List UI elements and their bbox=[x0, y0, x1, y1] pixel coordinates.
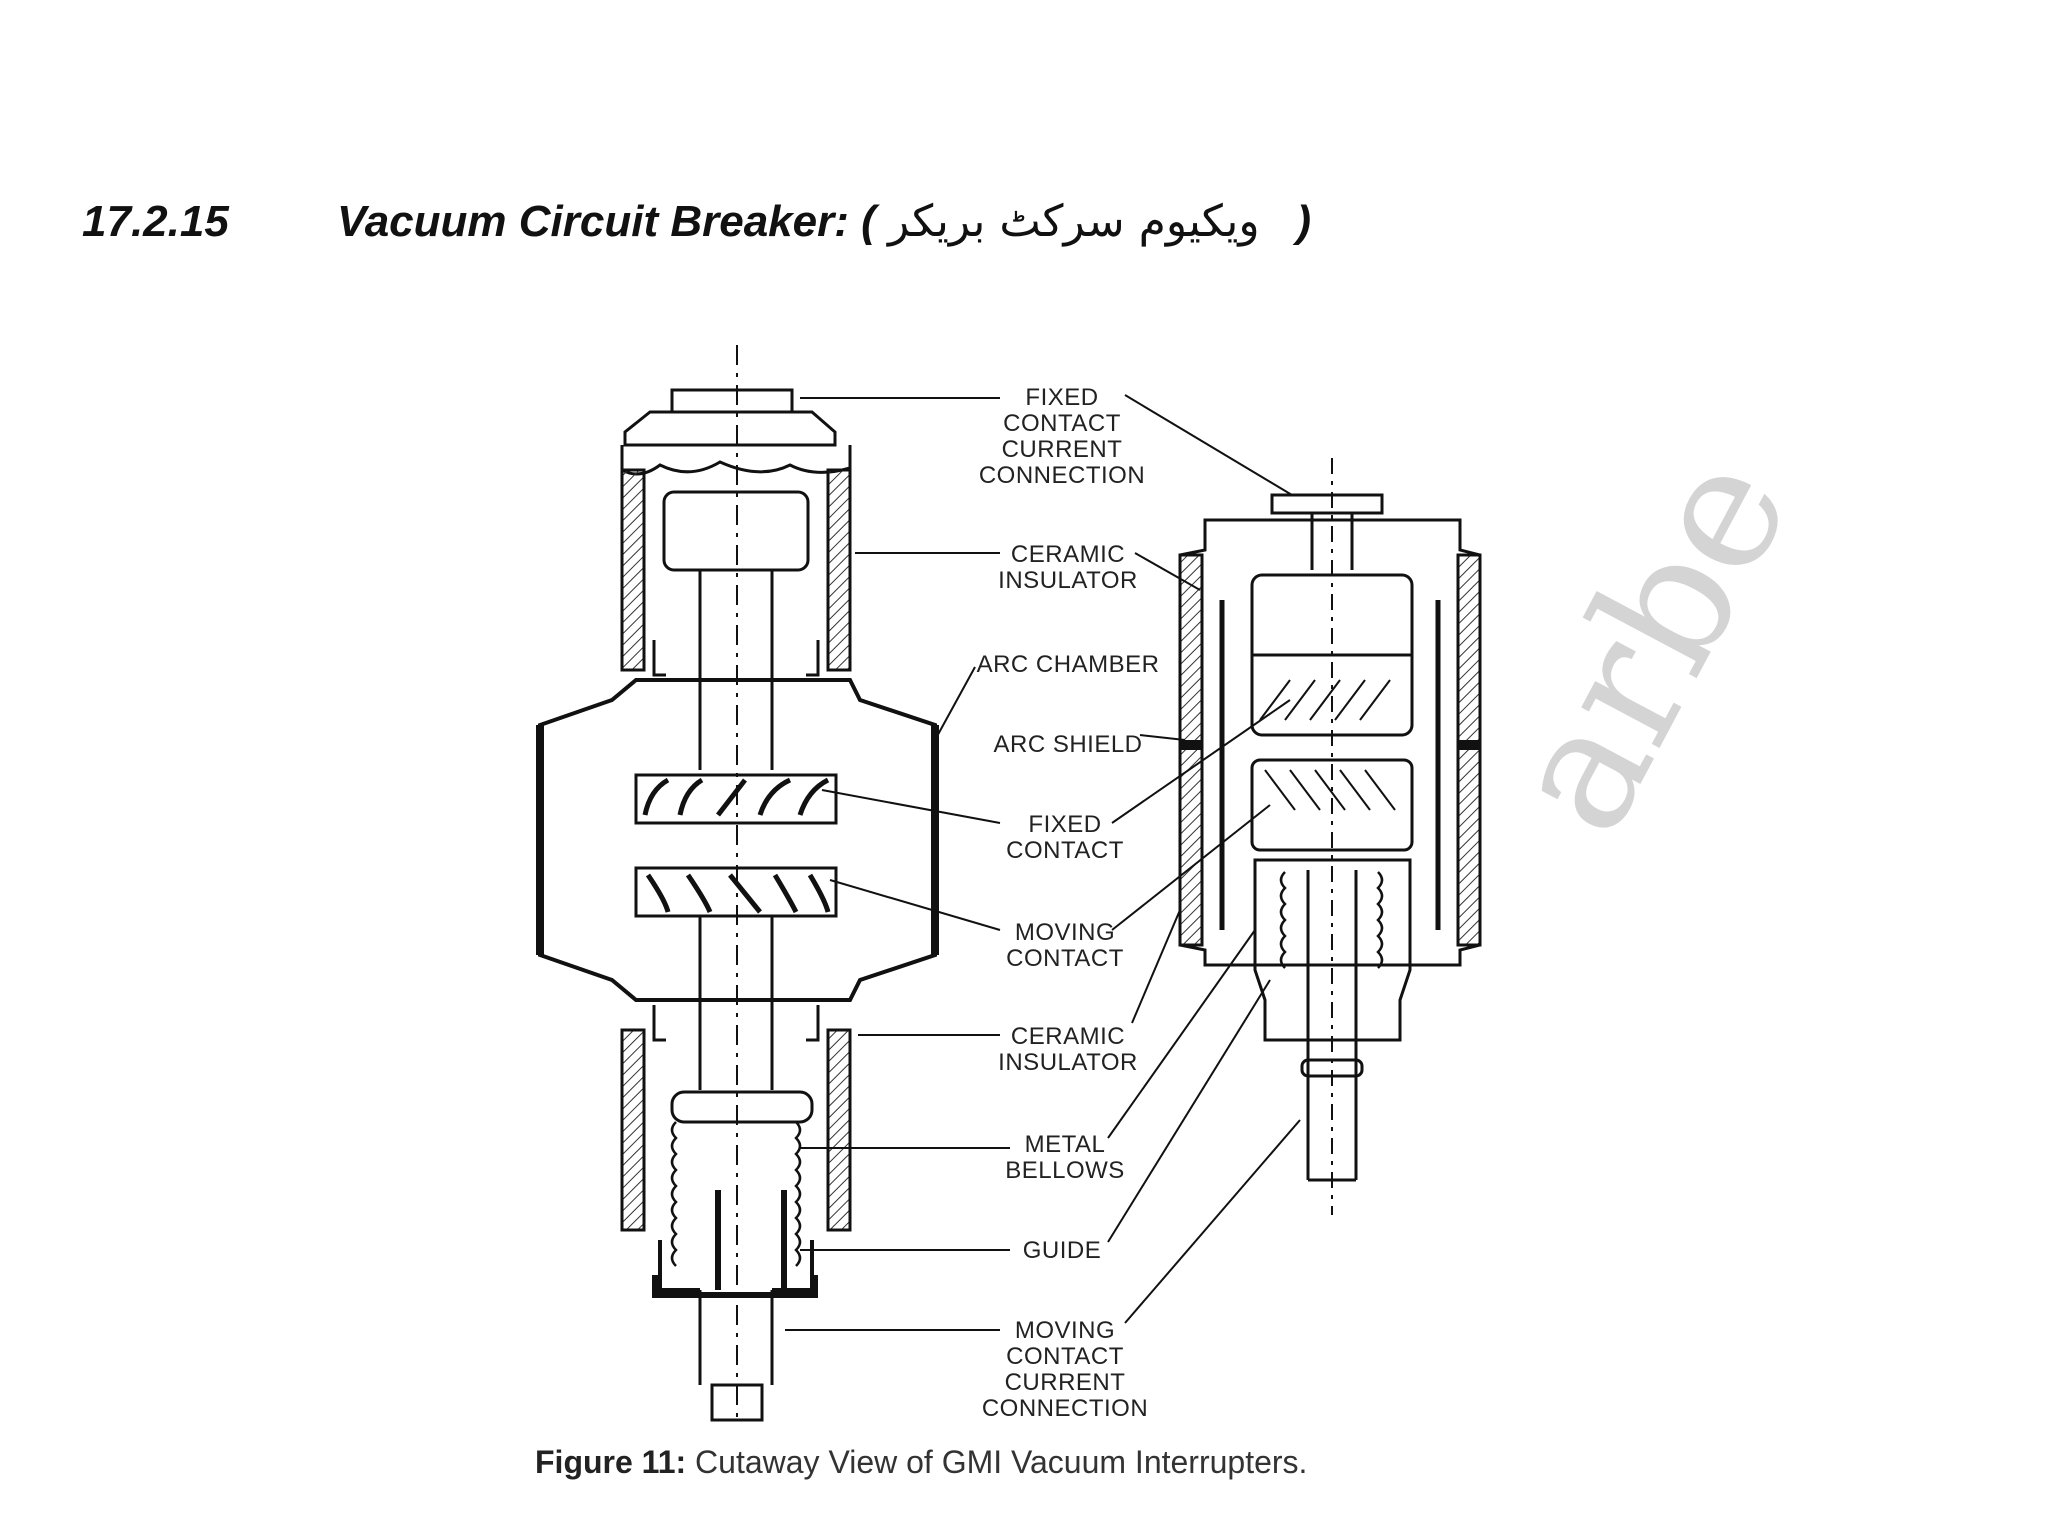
left-interrupter bbox=[536, 345, 939, 1422]
section-heading: 17.2.15 Vacuum Circuit Breaker: ( ویکیوم … bbox=[82, 196, 1311, 247]
label-moving-contact: MOVING CONTACT bbox=[1006, 919, 1124, 972]
label-metal-bellows: METAL BELLOWS bbox=[1005, 1131, 1125, 1184]
section-title: Vacuum Circuit Breaker: ( bbox=[337, 197, 876, 246]
leader-lines bbox=[785, 394, 1301, 1331]
label-arc-shield: ARC SHIELD bbox=[993, 731, 1143, 758]
figure-caption-text: Cutaway View of GMI Vacuum Interrupters. bbox=[686, 1444, 1308, 1480]
label-arc-chamber: ARC CHAMBER bbox=[976, 651, 1160, 678]
figure-caption-prefix: Figure 11: bbox=[535, 1444, 687, 1480]
label-fixed-contact: FIXED CONTACT bbox=[1006, 811, 1124, 864]
label-ceramic-insulator-top: CERAMIC INSULATOR bbox=[998, 541, 1138, 594]
label-guide: GUIDE bbox=[1022, 1237, 1102, 1264]
section-title-close: ) bbox=[1296, 197, 1312, 246]
right-interrupter bbox=[1178, 458, 1482, 1215]
label-moving-contact-current-connection: MOVING CONTACT CURRENT CONNECTION bbox=[981, 1317, 1149, 1422]
label-ceramic-insulator-bottom: CERAMIC INSULATOR bbox=[998, 1023, 1138, 1076]
figure-caption: Figure 11: Cutaway View of GMI Vacuum In… bbox=[535, 1444, 1307, 1481]
urdu-title: ویکیوم سرکٹ بریکر bbox=[888, 196, 1260, 247]
section-number: 17.2.15 bbox=[82, 197, 229, 246]
label-fixed-contact-current-connection: FIXED CONTACT CURRENT CONNECTION bbox=[978, 384, 1146, 489]
